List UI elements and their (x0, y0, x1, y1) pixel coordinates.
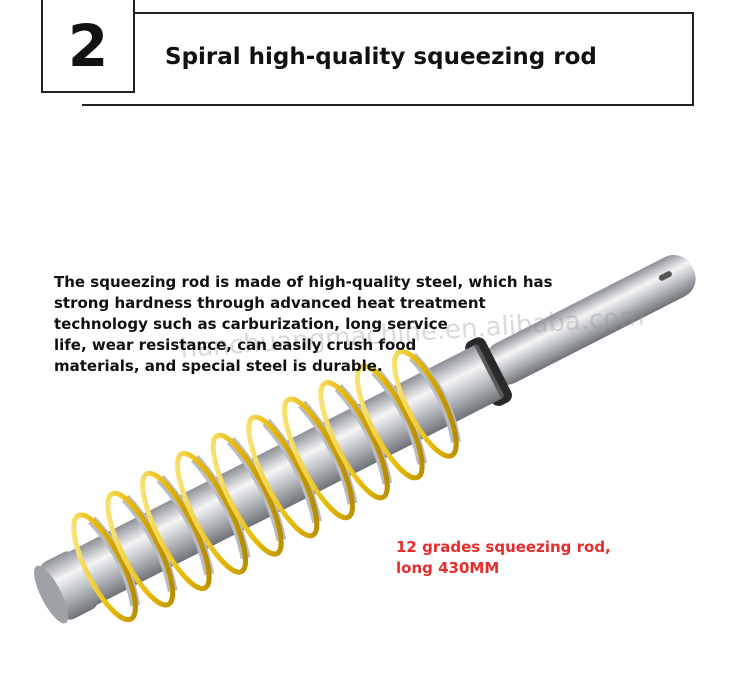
spiral-highlight (71, 349, 459, 623)
description-line: life, wear resistance, can easily crush … (54, 336, 417, 354)
rod-tip (40, 551, 98, 620)
rod-shaft (484, 254, 696, 385)
description-text: The squeezing rod is made of high-qualit… (54, 272, 554, 377)
description-line: strong hardness through advanced heat tr… (54, 294, 486, 312)
section-number: 2 (67, 11, 109, 80)
header-frame (82, 12, 694, 106)
description-line: technology such as carburization, long s… (54, 315, 448, 333)
rod-body (64, 345, 502, 608)
spec-line-length: long 430MM (396, 559, 500, 577)
spec-line-grades: 12 grades squeezing rod, (396, 538, 611, 556)
spec-callout: 12 grades squeezing rod, long 430MM (396, 537, 611, 579)
section-number-box: 2 (41, 0, 135, 93)
description-line: The squeezing rod is made of high-qualit… (54, 273, 553, 291)
description-line: materials, and special steel is durable. (54, 357, 383, 375)
section-title: Spiral high-quality squeezing rod (165, 44, 597, 70)
